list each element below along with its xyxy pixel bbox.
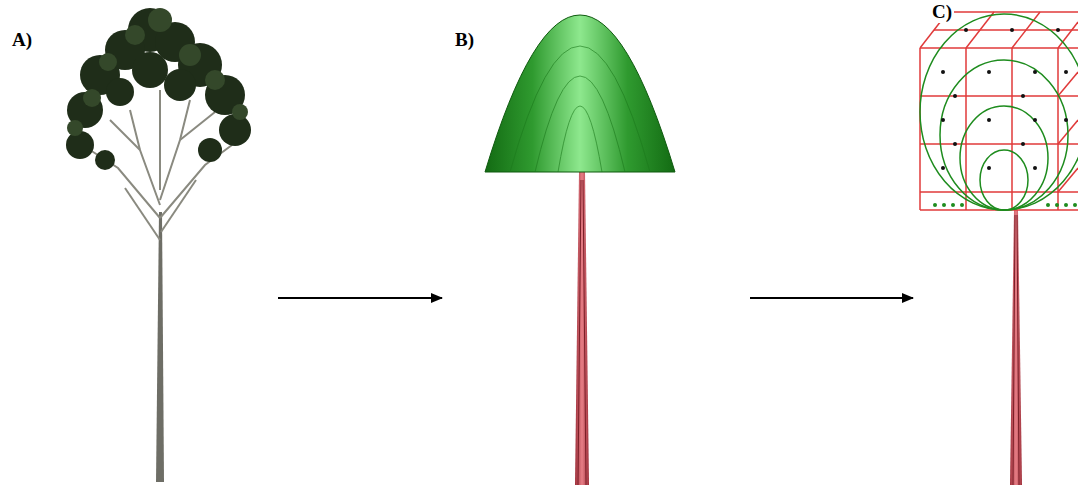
paraboloid-model	[485, 15, 675, 485]
panel-label: C)	[930, 2, 954, 23]
panel-label: B)	[455, 30, 474, 51]
process-arrow	[278, 297, 442, 299]
tree-photo	[66, 8, 251, 482]
panel-label: A)	[12, 30, 32, 51]
process-arrow	[750, 297, 913, 299]
voxel-model	[920, 12, 1078, 485]
